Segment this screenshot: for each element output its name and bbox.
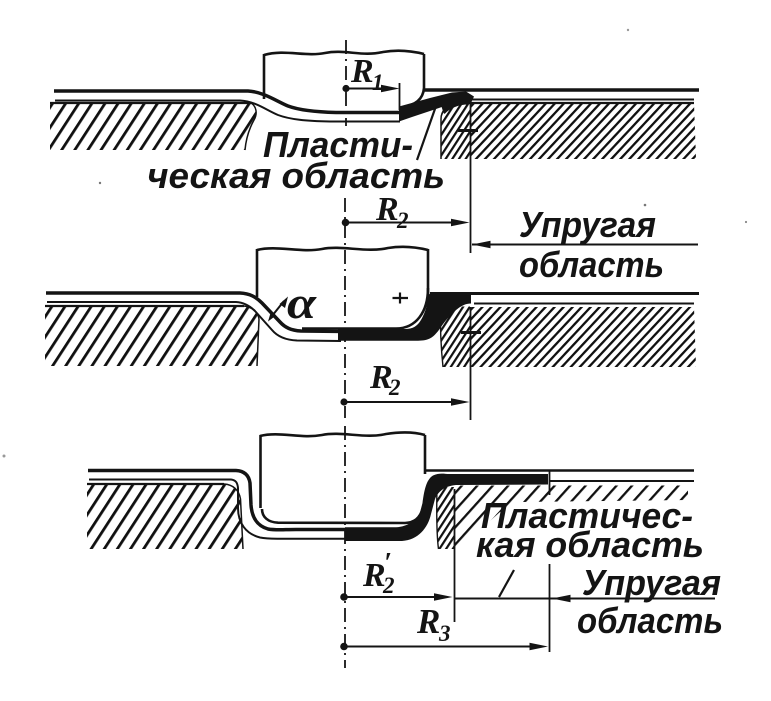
svg-text:Пласти-: Пласти- — [263, 124, 413, 165]
svg-text:область: область — [577, 600, 723, 641]
svg-text:ческая область: ческая область — [147, 155, 445, 196]
svg-text:Пластичес-: Пластичес- — [481, 495, 693, 536]
svg-text:2: 2 — [382, 573, 395, 598]
svg-text:R: R — [362, 557, 386, 594]
svg-text:R: R — [369, 359, 393, 396]
svg-text:3: 3 — [438, 621, 451, 646]
svg-text:область: область — [519, 244, 664, 285]
svg-text:2: 2 — [388, 375, 401, 400]
svg-text:′: ′ — [384, 548, 392, 579]
svg-text:R: R — [416, 602, 440, 641]
svg-text:кая область: кая область — [476, 524, 704, 565]
svg-text:Упругая: Упругая — [582, 562, 721, 603]
svg-text:α: α — [287, 278, 317, 328]
svg-text:1: 1 — [372, 70, 384, 95]
svg-text:Упругая: Упругая — [519, 204, 656, 245]
svg-text:R: R — [375, 191, 399, 228]
svg-text:R: R — [350, 53, 374, 90]
svg-text:2: 2 — [396, 208, 409, 233]
